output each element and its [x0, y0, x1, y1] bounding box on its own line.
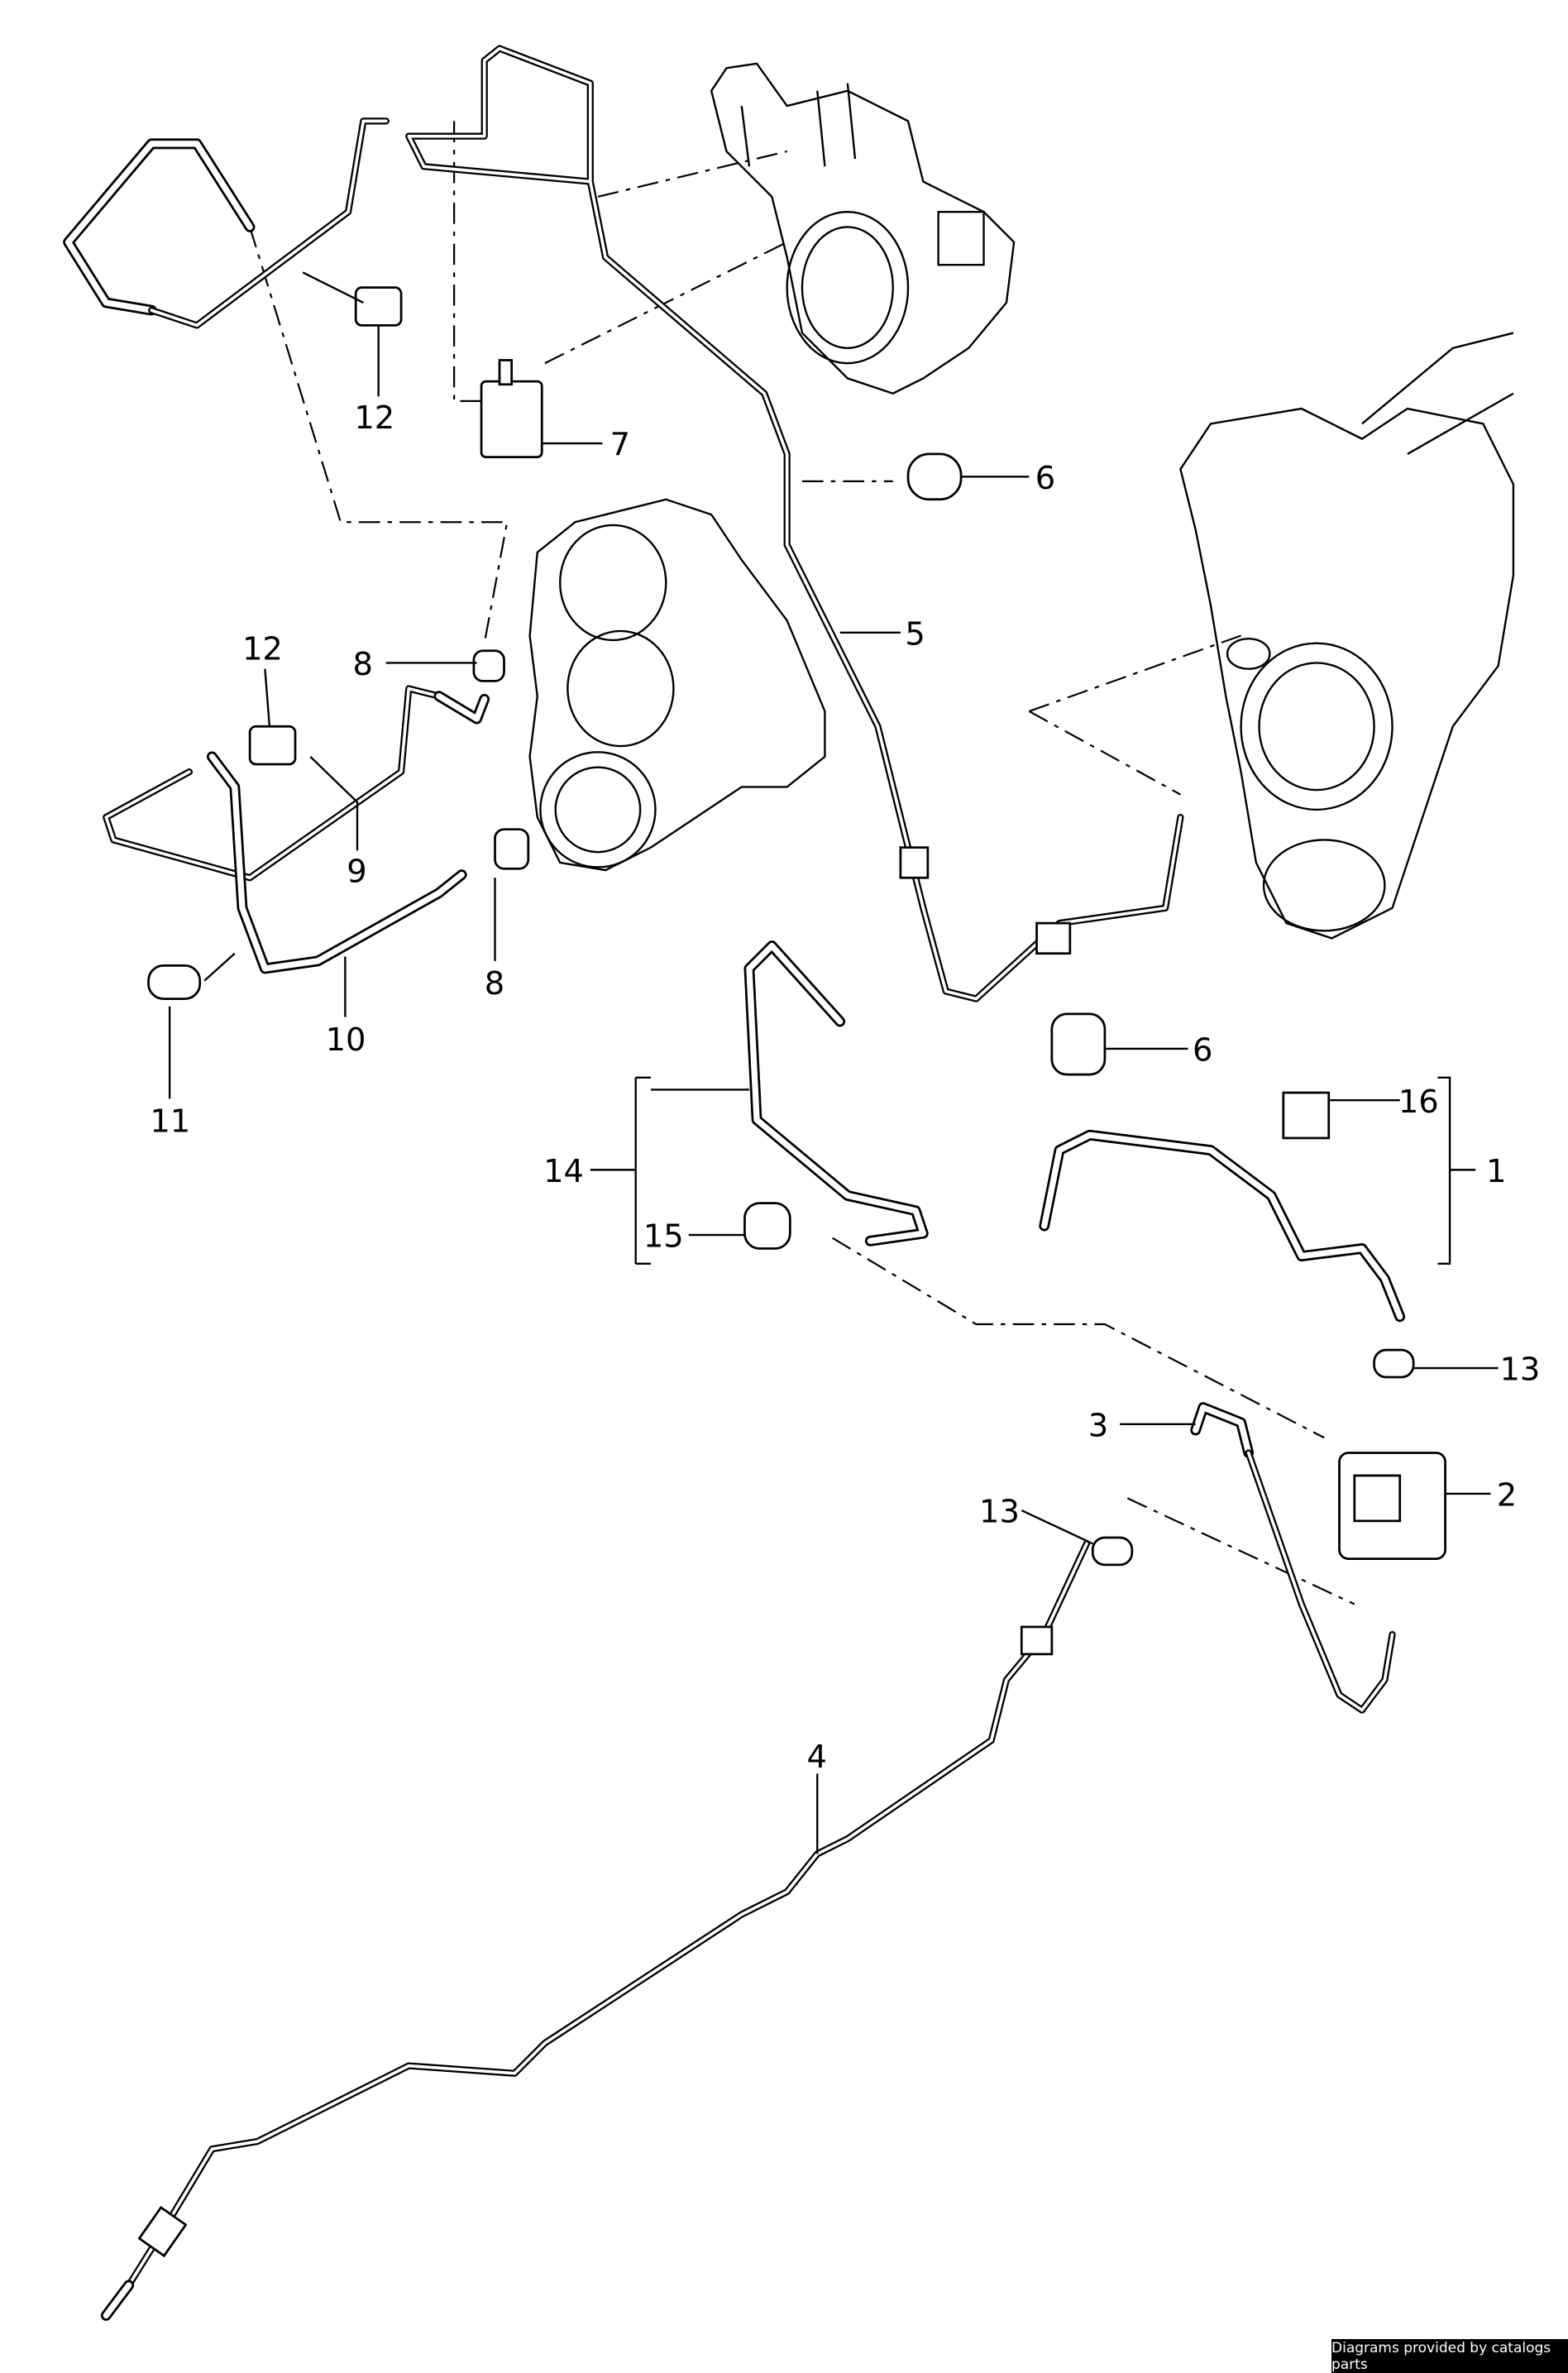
callout-4: 4 [806, 1739, 826, 1776]
callout-9: 9 [347, 854, 366, 891]
intake-manifold-illustration [528, 498, 826, 872]
valve-7 [480, 380, 543, 458]
callout-1: 1 [1486, 1153, 1506, 1190]
credit-banner: Diagrams provided by catalogs parts [1331, 2339, 1568, 2373]
callout-2: 2 [1497, 1477, 1517, 1514]
callout-11: 11 [150, 1103, 190, 1141]
callout-13: 13 [1499, 1352, 1540, 1389]
clamp-8-upper [472, 649, 505, 682]
callout-15: 15 [643, 1218, 684, 1256]
clamp-6-lower [1050, 1012, 1107, 1076]
callout-12: 12 [354, 399, 394, 437]
callout-16: 16 [1398, 1084, 1439, 1121]
callout-10: 10 [326, 1021, 366, 1059]
components [137, 286, 1446, 2258]
callout-5: 5 [905, 615, 925, 653]
callout-labels: 12 7 6 5 12 8 9 8 10 11 6 14 15 16 1 13 … [150, 399, 1540, 1776]
hose-9-line [103, 685, 442, 882]
hose-10 [206, 751, 467, 974]
clip-12-upper [354, 286, 403, 327]
callout-6: 6 [1035, 460, 1055, 497]
callout-6: 6 [1193, 1032, 1212, 1069]
clamp-6-upper [906, 452, 963, 501]
clip-15 [743, 1202, 791, 1250]
throttle-body-illustration [710, 62, 1016, 395]
clamp-13-upper [1373, 1348, 1415, 1379]
leader-lines [168, 271, 1499, 1854]
clamp-13-lower [1091, 1536, 1134, 1567]
reference-lines [249, 121, 1355, 1605]
callout-13: 13 [979, 1494, 1020, 1531]
callout-14: 14 [543, 1153, 584, 1190]
callout-12: 12 [242, 631, 283, 668]
clamp-8-lower [494, 828, 530, 870]
turbocharger-illustration [1179, 332, 1515, 940]
hoses [63, 45, 1406, 2321]
hose-4-line [125, 1540, 1091, 2289]
clip-16 [1282, 1091, 1331, 1140]
callout-3: 3 [1088, 1407, 1108, 1444]
hose-14 [743, 940, 929, 1246]
clamp-11 [147, 964, 202, 1000]
callout-8: 8 [485, 965, 504, 1002]
callout-8: 8 [353, 646, 373, 683]
callout-7: 7 [610, 427, 630, 464]
clip-12-lower [248, 725, 297, 766]
